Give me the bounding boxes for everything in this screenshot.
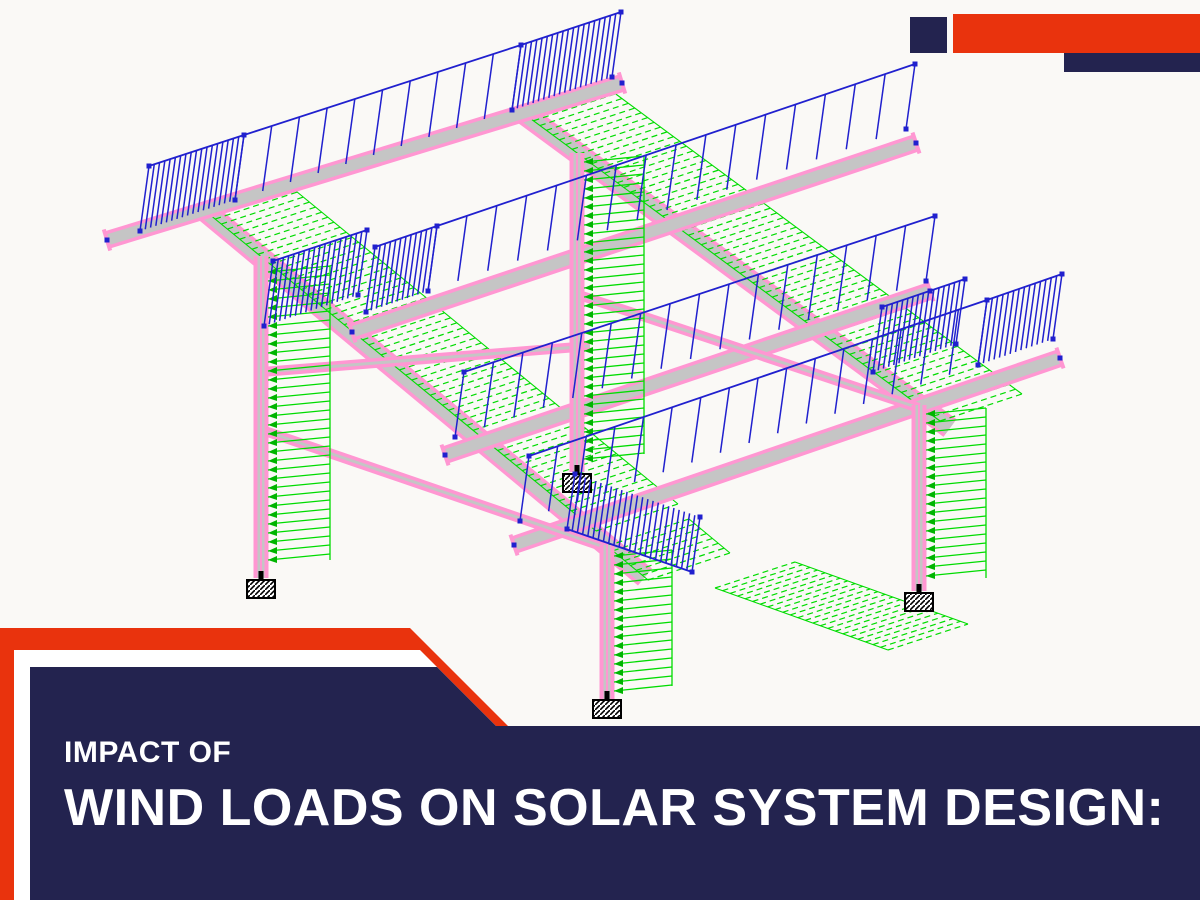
decor-orange-bar	[953, 14, 1200, 53]
banner-text-block: IMPACT OF WIND LOADS ON SOLAR SYSTEM DES…	[64, 736, 1165, 837]
decor-navy-square	[910, 17, 947, 53]
banner-title: WIND LOADS ON SOLAR SYSTEM DESIGN:	[64, 779, 1165, 837]
decor-navy-bar	[1064, 53, 1200, 72]
banner-kicker: IMPACT OF	[64, 736, 232, 769]
